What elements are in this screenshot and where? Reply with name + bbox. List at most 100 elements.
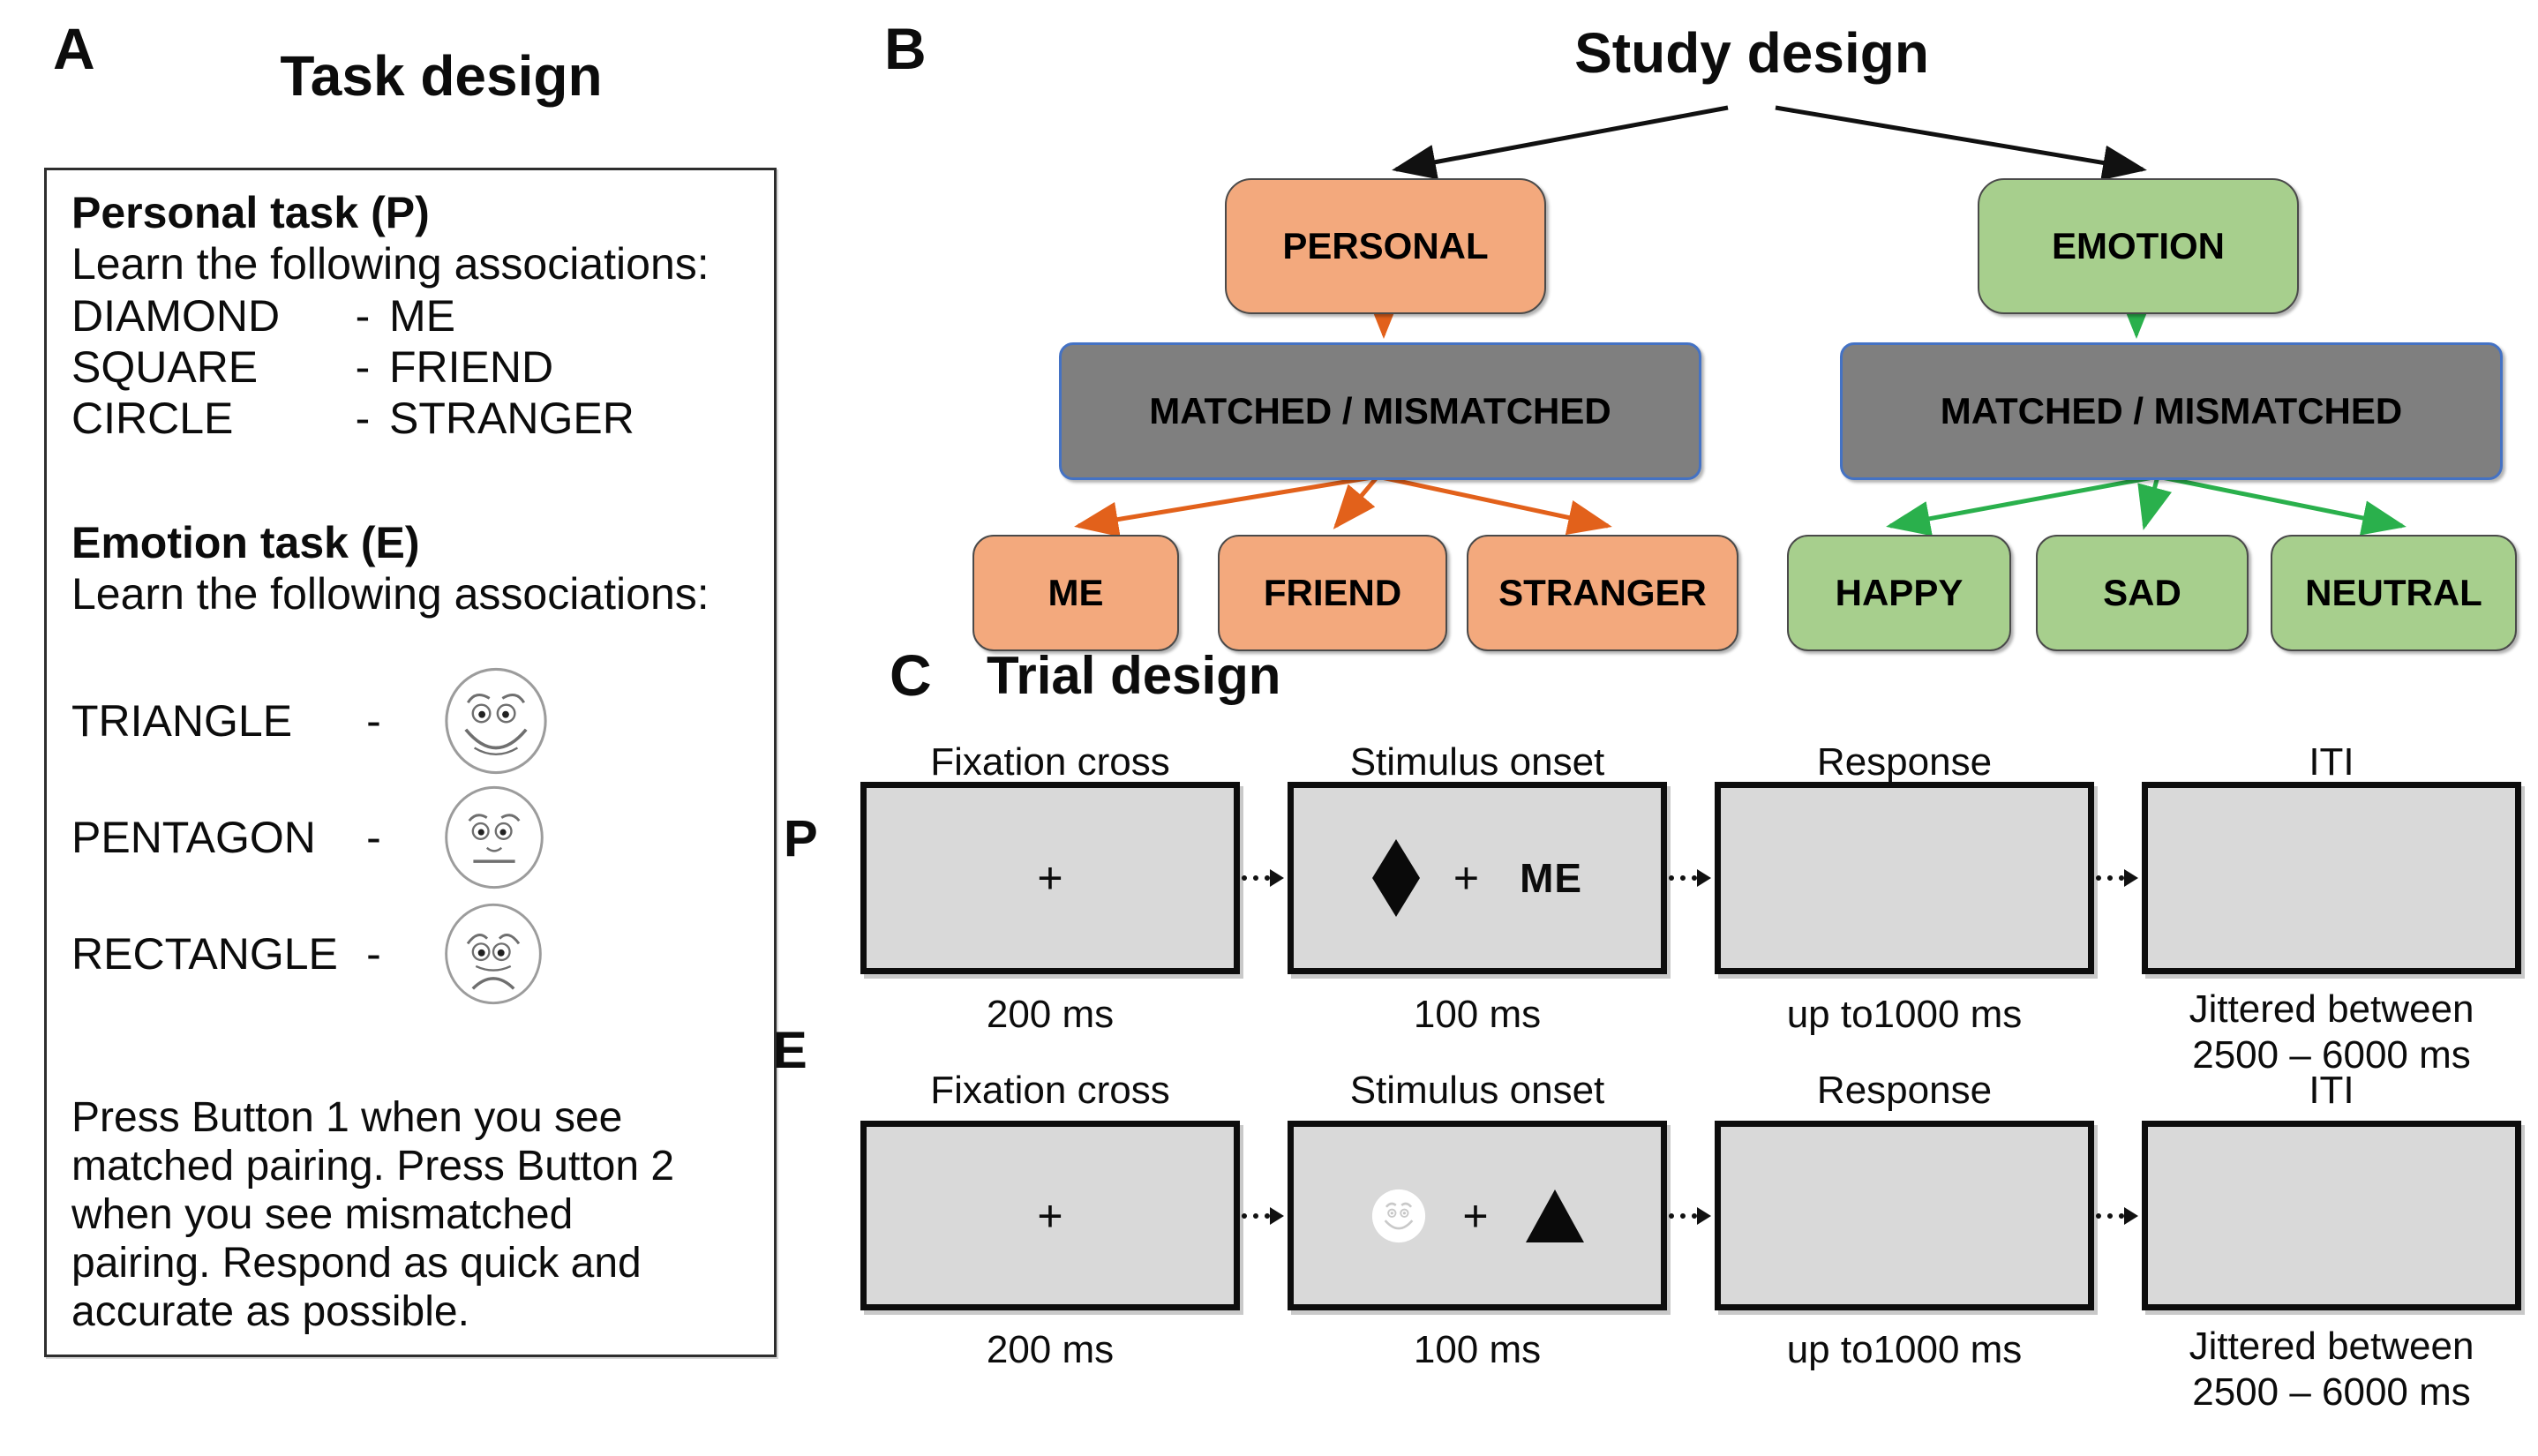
instruction-line: pairing. Respond as quick and — [71, 1240, 642, 1287]
personal-task-heading: Personal task (P) — [71, 188, 430, 237]
timing-label: 100 ms — [1413, 1328, 1542, 1371]
node-matched-emotion: MATCHED / MISMATCHED — [1840, 342, 2503, 480]
leaf-friend: FRIEND — [1218, 535, 1447, 651]
association-row: DIAMOND - ME — [71, 290, 455, 341]
panel-c-label: C — [890, 642, 932, 708]
panel-a-label: A — [53, 16, 95, 81]
leaf-neutral: NEUTRAL — [2271, 535, 2517, 651]
trial-screen-p-response — [1715, 782, 2094, 974]
association-value: FRIEND — [389, 342, 554, 392]
arrow-matched-to-sad — [2137, 476, 2172, 530]
diamond-icon — [1371, 839, 1420, 917]
instruction-line: Press Button 1 when you see — [71, 1094, 623, 1141]
association-value: STRANGER — [389, 394, 634, 443]
trial-screen-e-iti — [2142, 1121, 2521, 1310]
trial-screen-p-iti — [2142, 782, 2521, 974]
timing-label: 2500 – 6000 ms — [2192, 1370, 2471, 1414]
arrow-title-to-personal — [1392, 105, 1729, 180]
col-header-response: Response — [1816, 740, 1993, 784]
leaf-happy: HAPPY — [1787, 535, 2011, 651]
neutral-face-icon — [445, 785, 544, 889]
association-row: RECTANGLE - — [71, 897, 544, 1011]
trial-screen-e-fixation: + — [860, 1121, 1240, 1310]
arrow-matched-to-stranger — [1377, 474, 1612, 536]
col-header-iti: ITI — [2309, 1069, 2354, 1112]
col-header-iti: ITI — [2309, 740, 2354, 784]
instruction-line: when you see mismatched — [71, 1191, 574, 1238]
association-shape: DIAMOND — [71, 291, 281, 341]
dotted-arrow-icon — [1669, 869, 1711, 887]
col-header-fixation: Fixation cross — [930, 1069, 1170, 1112]
association-dash: - — [355, 291, 371, 341]
leaf-sad: SAD — [2036, 535, 2249, 651]
association-dash: - — [366, 813, 381, 862]
row-label-e: E — [773, 1022, 807, 1079]
timing-label: up to1000 ms — [1786, 993, 2023, 1036]
timing-label: 2500 – 6000 ms — [2192, 1033, 2471, 1077]
arrow-title-to-emotion — [1775, 105, 2147, 181]
timing-label: 100 ms — [1413, 993, 1542, 1036]
association-row: SQUARE - FRIEND — [71, 341, 553, 393]
dotted-arrow-icon — [2096, 869, 2138, 887]
arrow-matched-to-me — [1074, 474, 1378, 537]
instruction-line: matched pairing. Press Button 2 — [71, 1143, 675, 1190]
trial-screen-e-response — [1715, 1121, 2094, 1310]
association-dash: - — [355, 342, 371, 392]
timing-label: 200 ms — [986, 1328, 1115, 1371]
association-value: ME — [389, 291, 455, 341]
association-dash: - — [366, 696, 381, 746]
association-shape: PENTAGON — [71, 813, 316, 862]
association-row: CIRCLE - STRANGER — [71, 393, 634, 444]
association-shape: SQUARE — [71, 342, 259, 392]
emotion-task-subheading: Learn the following associations: — [71, 569, 710, 619]
stimulus-group: + — [1370, 1188, 1584, 1244]
timing-label: up to1000 ms — [1786, 1328, 2023, 1371]
timing-label: 200 ms — [986, 993, 1115, 1036]
node-matched-personal: MATCHED / MISMATCHED — [1059, 342, 1701, 480]
node-emotion: EMOTION — [1978, 178, 2299, 314]
panel-a-title: Task design — [280, 44, 603, 108]
panel-c-title: Trial design — [987, 646, 1281, 705]
triangle-icon — [1525, 1189, 1584, 1242]
instruction-line: accurate as possible. — [71, 1288, 469, 1335]
timing-label: Jittered between — [2189, 1325, 2474, 1368]
col-header-fixation: Fixation cross — [930, 740, 1170, 784]
task-design-box: Personal task (P) Learn the following as… — [44, 168, 777, 1357]
row-label-p: P — [784, 810, 818, 867]
personal-task-subheading: Learn the following associations: — [71, 239, 710, 289]
col-header-response: Response — [1816, 1069, 1993, 1112]
dotted-arrow-icon — [1669, 1207, 1711, 1225]
col-header-stimulus: Stimulus onset — [1349, 1069, 1605, 1112]
association-dash: - — [366, 929, 381, 979]
panel-b-title: Study design — [1574, 21, 1929, 85]
dotted-arrow-icon — [1242, 1207, 1284, 1225]
emotion-task-heading: Emotion task (E) — [71, 518, 420, 567]
association-shape: CIRCLE — [71, 394, 234, 443]
timing-label: Jittered between — [2189, 987, 2474, 1031]
dotted-arrow-icon — [1242, 869, 1284, 887]
fixation-cross: + — [1453, 853, 1480, 903]
leaf-stranger: STRANGER — [1467, 535, 1738, 651]
arrow-matched-to-friend — [1333, 475, 1379, 529]
association-shape: TRIANGLE — [71, 696, 293, 746]
trial-screen-e-stimulus: + — [1288, 1121, 1667, 1310]
association-dash: - — [355, 394, 371, 443]
dotted-arrow-icon — [2096, 1207, 2138, 1225]
fixation-cross: + — [1037, 1190, 1063, 1241]
sad-face-icon — [445, 903, 542, 1005]
arrow-matched-to-happy — [1886, 474, 2159, 537]
happy-face-icon — [445, 667, 547, 775]
association-row: TRIANGLE - — [71, 664, 550, 778]
leaf-me: ME — [972, 535, 1179, 651]
stimulus-word: ME — [1520, 855, 1583, 901]
fixation-cross: + — [1462, 1190, 1489, 1241]
arrow-matched-to-neutral — [2157, 474, 2407, 536]
trial-screen-p-fixation: + — [860, 782, 1240, 974]
association-row: PENTAGON - — [71, 780, 546, 895]
node-personal: PERSONAL — [1225, 178, 1546, 314]
trial-screen-p-stimulus: + ME — [1288, 782, 1667, 974]
stimulus-group: + ME — [1371, 839, 1583, 917]
association-shape: RECTANGLE — [71, 929, 338, 979]
panel-b-label: B — [884, 16, 927, 81]
fixation-cross: + — [1037, 853, 1063, 903]
